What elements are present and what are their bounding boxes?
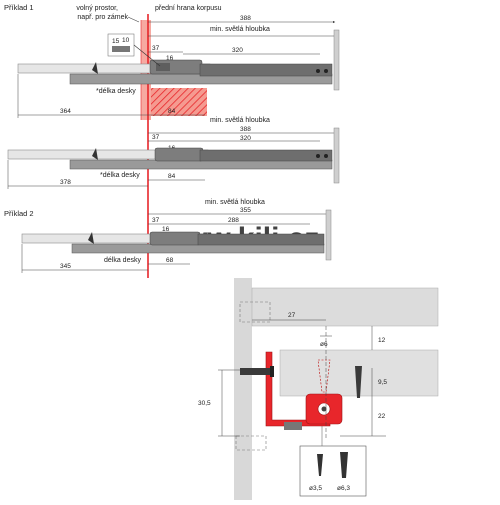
dim-84-2: 84 — [168, 173, 176, 180]
dim-22: 22 — [378, 413, 386, 420]
free-space-label-line1: volný prostor, — [76, 5, 118, 12]
dim-15: 15 — [112, 38, 120, 45]
dim-9-5: 9,5 — [378, 379, 387, 386]
dim-84-1: 84 — [168, 108, 176, 115]
upper-drawer-board — [251, 287, 439, 327]
board-length-label-1: *délka desky — [96, 88, 136, 95]
dim-364: 364 — [60, 108, 71, 115]
screw-b-label: ø6,3 — [337, 485, 350, 492]
screw-a-label: ø3,5 — [309, 485, 322, 492]
dim-320-2: 320 — [240, 135, 251, 142]
screw-icon — [284, 422, 302, 430]
dim-345: 345 — [60, 263, 71, 270]
detail-cross-section: ø3,5 ø6,3 27 ø6 12 9,5 22 30,5 — [198, 278, 439, 500]
dim-288: 288 — [228, 217, 239, 224]
dim-320-1: 320 — [232, 47, 243, 54]
min-depth-label-2: min. světlá hloubka — [210, 117, 270, 124]
dim-dia-6: ø6 — [320, 341, 328, 348]
front-edge-label: přední hrana korpusu — [155, 5, 222, 12]
dim-37-3: 37 — [152, 217, 160, 224]
dim-16-1: 16 — [166, 55, 174, 62]
cabinet-back-wall-3 — [325, 209, 332, 261]
drawer-rail-icon — [71, 231, 325, 254]
screw-legend-box — [299, 445, 367, 497]
screw-icon — [355, 366, 362, 398]
cabinet-side-panel — [234, 278, 252, 500]
min-depth-label-3: min. světlá hloubka — [205, 199, 265, 206]
drawer-rail-icon — [69, 59, 333, 85]
screw-icon — [240, 366, 274, 377]
example-2-title: Příklad 2 — [4, 209, 34, 218]
dim-30-5: 30,5 — [198, 400, 211, 407]
cabinet-back-wall-1 — [333, 29, 340, 91]
screw-icon — [340, 452, 348, 478]
dim-68: 68 — [166, 257, 174, 264]
screw-icon — [317, 454, 323, 476]
min-depth-label-1: min. světlá hloubka — [210, 26, 270, 33]
board-length-label-2: *délka desky — [100, 172, 140, 179]
free-space-label-line2: např. pro zámek — [77, 14, 128, 21]
dim-388-second: 388 — [240, 126, 251, 133]
dim-378: 378 — [60, 179, 71, 186]
dim-10: 10 — [122, 37, 130, 44]
dim-355: 355 — [240, 207, 251, 214]
hatch-zone-icon — [151, 88, 207, 116]
example-1-title: Příklad 1 — [4, 3, 34, 12]
free-space-leader — [127, 16, 140, 23]
dim-27: 27 — [288, 312, 296, 319]
drawer-rail-icon — [69, 147, 333, 170]
dim-37-1: 37 — [152, 45, 160, 52]
dim-16-3: 16 — [162, 226, 170, 233]
dim-388-top: 388 — [240, 15, 251, 22]
cabinet-back-wall-2 — [333, 127, 340, 184]
dim-12: 12 — [378, 337, 386, 344]
board-length-label-3: délka desky — [104, 257, 141, 264]
dim-37-2: 37 — [152, 134, 160, 141]
